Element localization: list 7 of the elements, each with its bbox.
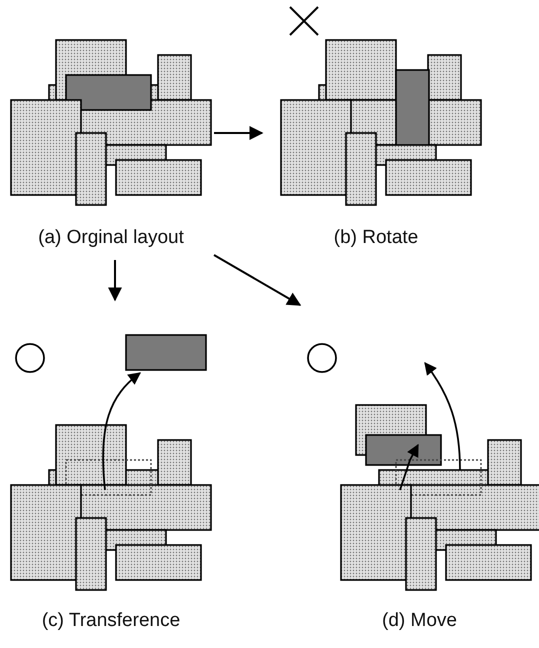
arrow [214,126,264,140]
panel-caption: (a) Orginal layout [37,227,185,249]
arrow [108,260,122,302]
panel-caption: (c) Transference [40,610,182,632]
panel-caption: (b) Rotate [332,227,420,249]
panel-caption: (d) Move [381,610,458,632]
arrow [214,254,302,306]
